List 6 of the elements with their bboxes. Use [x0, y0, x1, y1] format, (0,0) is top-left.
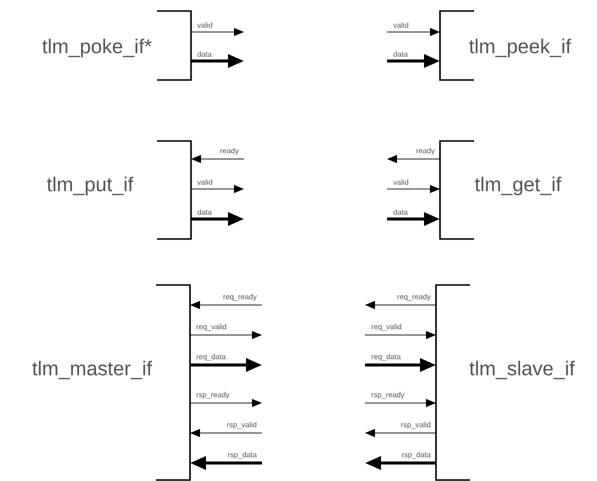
- interface-name: tlm_get_if: [474, 176, 562, 196]
- interface-name: tlm_master_if: [32, 360, 152, 380]
- interface-name: tlm_put_if: [46, 176, 134, 196]
- interface-name: tlm_peek_if: [469, 38, 572, 58]
- interface-name: tlm_poke_if*: [42, 38, 152, 58]
- interface-name: tlm_slave_if: [470, 360, 575, 380]
